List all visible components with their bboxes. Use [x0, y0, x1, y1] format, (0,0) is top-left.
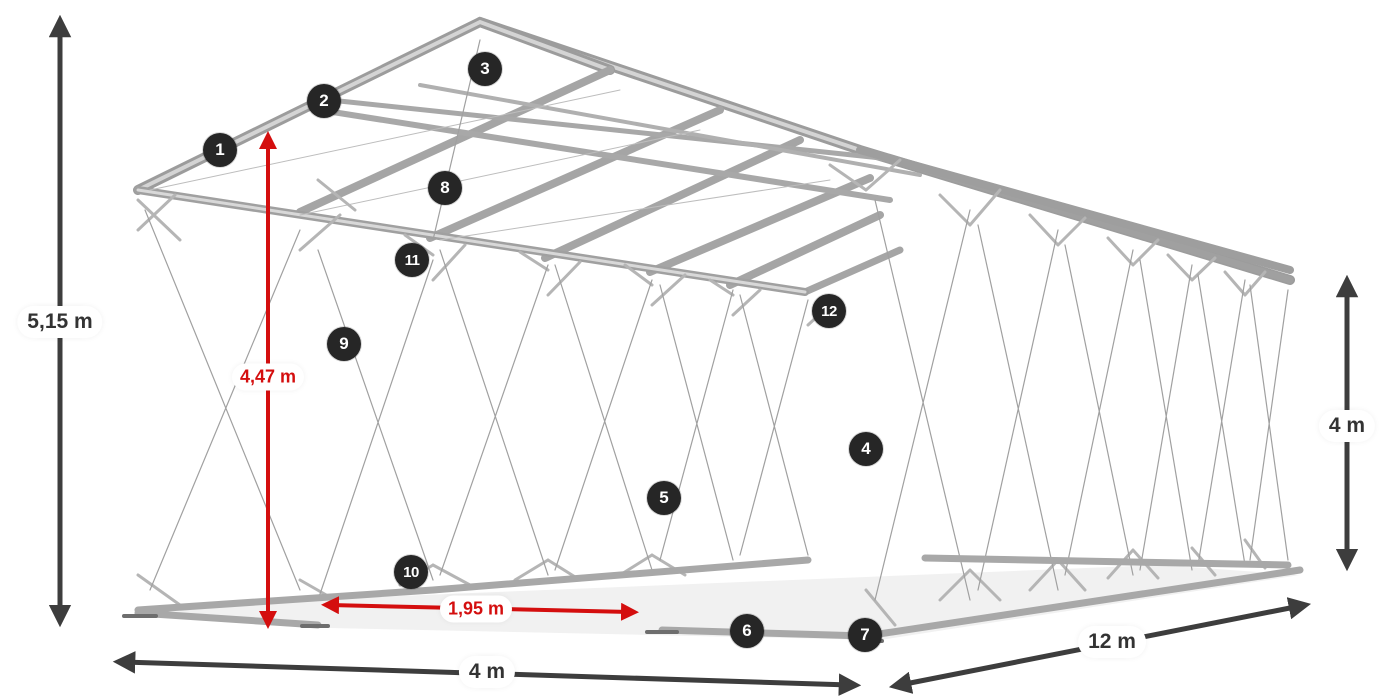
length-label: 12 m — [1078, 626, 1146, 658]
part-marker-3: 3 — [468, 52, 502, 86]
entrance-width-label: 1,95 m — [439, 595, 513, 623]
part-marker-8: 8 — [428, 171, 462, 205]
width-label: 4 m — [458, 656, 516, 688]
entrance-height-label: 4,47 m — [231, 363, 305, 391]
total-height-label: 5,15 m — [17, 306, 103, 338]
floor-shadow — [130, 565, 1300, 640]
part-marker-4: 4 — [849, 432, 883, 466]
side-height-label: 4 m — [1318, 410, 1376, 442]
part-marker-7: 7 — [848, 618, 882, 652]
part-marker-12: 12 — [812, 294, 846, 328]
part-marker-9: 9 — [327, 327, 361, 361]
part-marker-6: 6 — [730, 614, 764, 648]
part-marker-5: 5 — [647, 481, 681, 515]
part-marker-1: 1 — [203, 133, 237, 167]
frame — [122, 16, 1304, 646]
part-marker-2: 2 — [307, 84, 341, 118]
part-marker-10: 10 — [394, 555, 428, 589]
part-marker-11: 11 — [395, 243, 429, 277]
